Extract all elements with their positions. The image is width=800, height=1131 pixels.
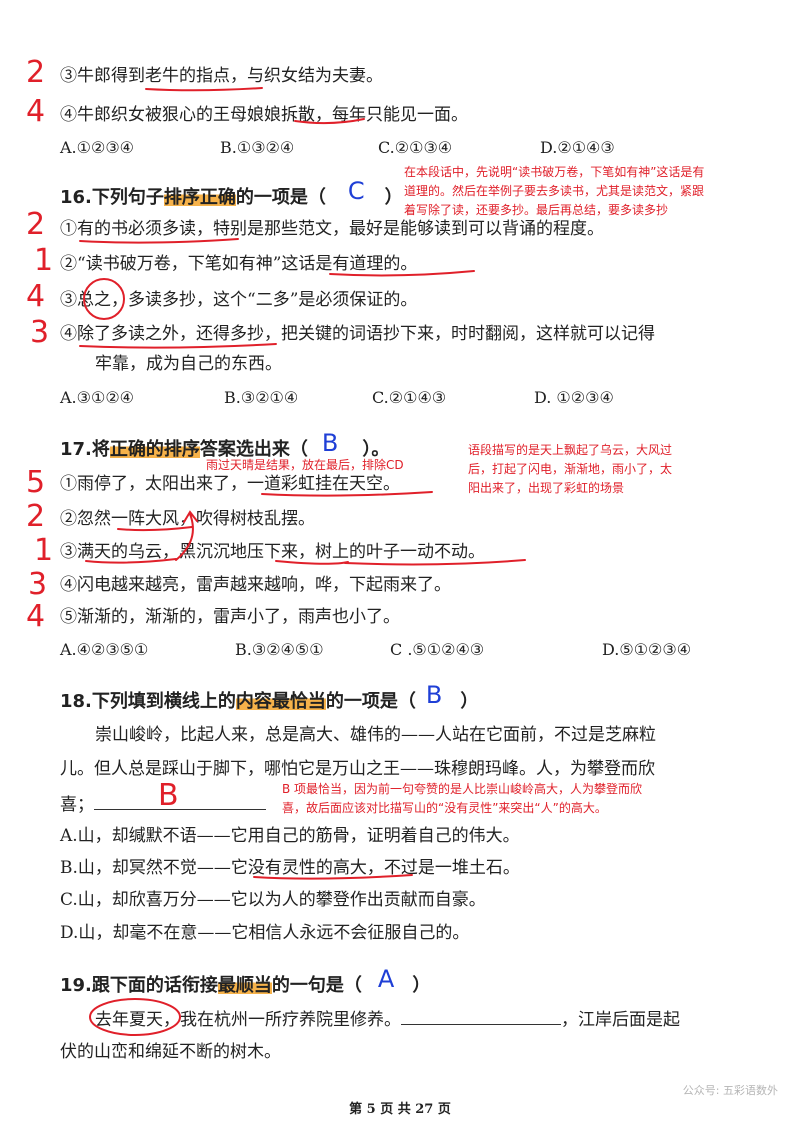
question-18-stem: 18.下列填到横线上的内容最恰当的一项是（ B ） [60, 682, 479, 715]
stem-text: 18.下列填到横线上的 [60, 691, 236, 712]
order-mark: 3 [28, 567, 48, 602]
page-footer: 第 5 页 共 27 页 [349, 1102, 451, 1117]
order-mark: 4 [26, 94, 46, 129]
answer-mark: C [347, 177, 365, 205]
annotation-note: 语段描写的是天上飘起了乌云，大风过后，打起了闪电，渐渐地，雨小了，太阳出来了，出… [468, 443, 673, 495]
stem-highlight: 最顺当 [217, 975, 272, 996]
sentence: ②“读书破万卷，下笔如有神”这话是有道理的。 [60, 254, 418, 274]
stem-text: 的一项是（ [325, 691, 416, 712]
fill-blank[interactable] [94, 791, 266, 810]
options-row: A.①②③④ B.①③②④ C.②①③④ D.②①④③ [60, 136, 615, 160]
sentence: ①雨停了，太阳出来了，一道彩虹挂在天空。 [60, 474, 400, 494]
stem-text: 的一句是（ [271, 975, 362, 996]
watermark: 公众号: 五彩语数外 [682, 1084, 778, 1097]
option-b[interactable]: B.③②④⑤① [235, 640, 324, 659]
answer-mark: B [321, 429, 339, 457]
stem-text: ）。 [362, 439, 390, 460]
annotation-note: 在本段话中，先说明“读书破万卷，下笔如有神”这话是有道理的。然后在举例子要去多读… [404, 165, 705, 217]
passage-line: 伏的山峦和绵延不断的树木。 [60, 1042, 281, 1062]
sentence: ③满天的乌云，黑沉沉地压下来，树上的叶子一动不动。 [60, 542, 485, 562]
option-b[interactable]: B.①③②④ [220, 138, 295, 157]
stem-text: 答案选出来（ [199, 439, 308, 460]
option-c[interactable]: C .⑤①②④③ [390, 640, 485, 659]
question-16-stem: 16.下列句子排序正确的一项是（ C ） [60, 178, 403, 211]
passage-line: 崇山峻岭，比起人来，总是高大、雄伟的——人站在它面前，不过是芝麻粒 [95, 725, 656, 745]
option-b[interactable]: B.山，却冥然不觉——它没有灵性的高大，不过是一堆土石。 [60, 858, 520, 878]
option-c[interactable]: C.②①③④ [378, 138, 453, 157]
option-c[interactable]: C.山，却欣喜万分——它以为人的攀登作出贡献而自豪。 [60, 890, 486, 910]
annotation-note: B 项最恰当，因为前一句夸赞的是人比崇山峻岭高大，人为攀登而欣喜，故后面应该对比… [282, 782, 643, 815]
sentence: ④除了多读之外，还得多抄，把关键的词语抄下来，时时翻阅，这样就可以记得 [60, 324, 655, 344]
stem-text: 的一项是（ [235, 187, 326, 208]
passage-line: 喜； [60, 791, 266, 817]
stem-text: 16.下列句子 [60, 187, 164, 208]
stem-text: ） [384, 187, 403, 208]
circled-phrase: 去年夏天 [95, 1010, 163, 1030]
stem-highlight: 内容最恰当 [235, 691, 326, 712]
option-d[interactable]: D. ①②③④ [534, 388, 614, 407]
order-mark: 1 [34, 243, 54, 278]
stem-text: ） [412, 975, 431, 996]
annotation-small: 雨过天晴是结果，放在最后，排除CD [206, 458, 404, 472]
sentence: ④闪电越来越亮，雷声越来越响，哗，下起雨来了。 [60, 575, 451, 595]
order-mark: 4 [26, 279, 46, 314]
option-a[interactable]: A.④②③⑤① [60, 640, 149, 659]
option-d[interactable]: D.山，却毫不在意——它相信人永远不会征服自己的。 [60, 923, 470, 943]
order-mark: 2 [26, 207, 46, 242]
answer-mark: B [425, 681, 443, 709]
order-mark: 2 [26, 499, 46, 534]
stem-highlight: 排序正确 [163, 187, 236, 208]
fill-blank[interactable] [401, 1006, 561, 1025]
sentence: ②忽然一阵大风，吹得树枝乱摆。 [60, 509, 315, 529]
option-a[interactable]: A.③①②④ [60, 388, 135, 407]
question-17-stem: 17.将正确的排序答案选出来（ B ）。 [60, 430, 390, 463]
stem-text: 19.跟下面的话衔接 [60, 975, 218, 996]
order-mark: 3 [30, 315, 50, 350]
stem-highlight: 正确的排序 [109, 439, 200, 460]
option-d[interactable]: D.②①④③ [540, 138, 615, 157]
question-19-stem: 19.跟下面的话衔接最顺当的一句是（ A ） [60, 966, 431, 999]
stem-text: ） [460, 691, 479, 712]
sentence: ⑤渐渐的，渐渐的，雷声小了，雨声也小了。 [60, 607, 400, 627]
sentence-continued: 牢靠，成为自己的东西。 [95, 354, 282, 374]
answer-mark: A [377, 965, 395, 993]
stem-text: 17.将 [60, 439, 110, 460]
options-row: A.③①②④ B.③②①④ C.②①④③ D. ①②③④ [60, 386, 614, 410]
order-mark: 5 [26, 465, 46, 500]
option-a[interactable]: A.①②③④ [60, 138, 135, 157]
order-mark: 2 [26, 55, 46, 90]
sentence: ③牛郎得到老牛的指点，与织女结为夫妻。 [60, 66, 383, 86]
blank-answer-mark: B [158, 778, 179, 813]
option-a[interactable]: A.山，却缄默不语——它用自己的筋骨，证明着自己的伟大。 [60, 826, 520, 846]
order-mark: 1 [34, 533, 54, 568]
passage-line: 儿。但人总是踩山于脚下，哪怕它是万山之王——珠穆朗玛峰。人，为攀登而欣 [60, 759, 655, 779]
option-c[interactable]: C.②①④③ [372, 388, 447, 407]
sentence: ③总之，多读多抄，这个“二多”是必须保证的。 [60, 290, 418, 310]
order-mark: 4 [26, 599, 46, 634]
sentence: ④牛郎织女被狠心的王母娘娘拆散，每年只能见一面。 [60, 105, 468, 125]
sentence: ①有的书必须多读，特别是那些范文，最好是能够读到可以背诵的程度。 [60, 219, 604, 239]
option-d[interactable]: D.⑤①②③④ [602, 640, 692, 659]
passage-line: 去年夏天，我在杭州一所疗养院里修养。，江岸后面是起 [95, 1006, 680, 1032]
option-b[interactable]: B.③②①④ [224, 388, 299, 407]
options-row: A.④②③⑤① B.③②④⑤① C .⑤①②④③ D.⑤①②③④ [60, 638, 691, 662]
